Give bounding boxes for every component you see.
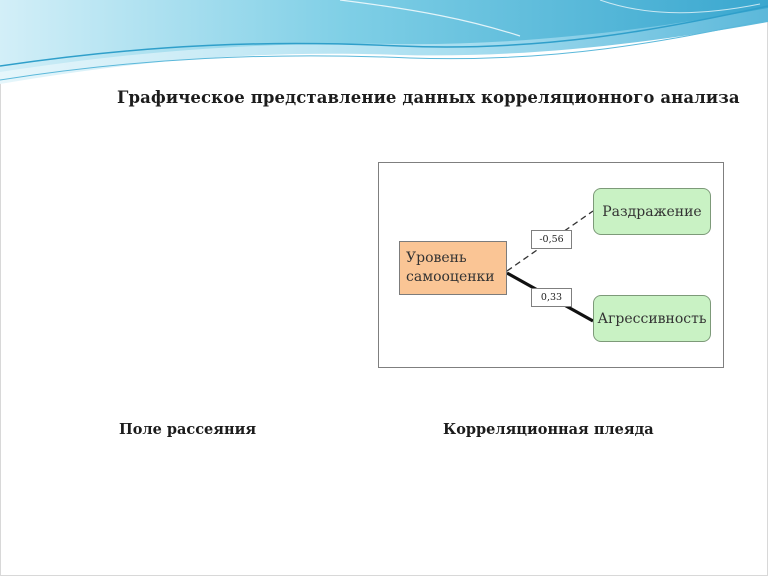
header-wave-decoration (0, 0, 768, 84)
node-aggression: Агрессивность (593, 295, 711, 342)
coefficient-negative-label: -0,56 (531, 230, 572, 249)
coefficient-negative-value: -0,56 (539, 234, 564, 245)
slide-title: Графическое представление данных корреля… (117, 88, 740, 107)
coefficient-positive-value: 0,33 (540, 292, 563, 303)
node-self-esteem-line1: Уровень (406, 250, 467, 266)
coefficient-positive-label: 0,33 (531, 288, 572, 307)
caption-correlation-pleiad: Корреляционная плеяда (443, 421, 654, 438)
node-irritation-label: Раздражение (602, 203, 702, 220)
correlation-pleiad-diagram: Уровень самооценки Раздражение Агрессивн… (378, 162, 724, 368)
node-self-esteem-level: Уровень самооценки (399, 241, 507, 295)
node-irritation: Раздражение (593, 188, 711, 235)
caption-scatter-plot: Поле рассеяния (119, 421, 257, 438)
node-self-esteem-line2: самооценки (406, 269, 495, 285)
node-aggression-label: Агрессивность (597, 310, 707, 327)
